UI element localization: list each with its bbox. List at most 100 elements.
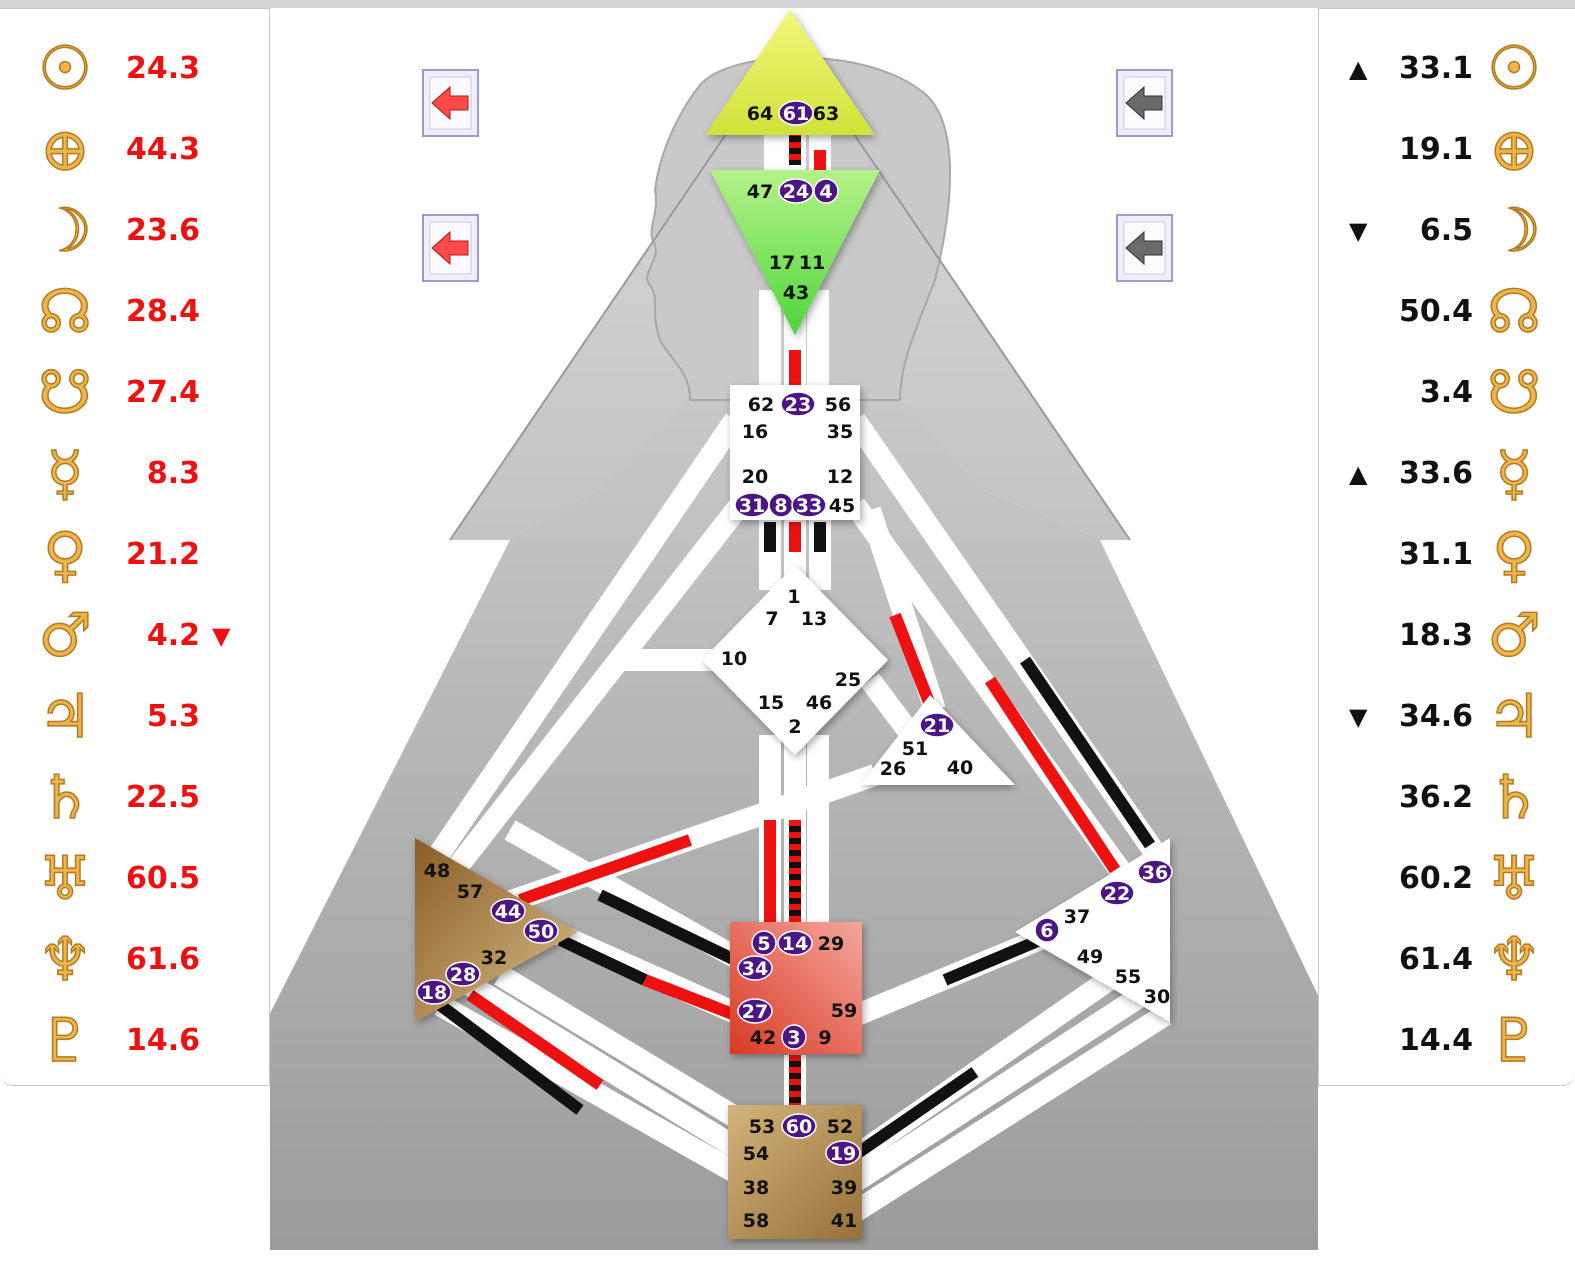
gate-33[interactable]: 33 [791,492,827,518]
neptune-icon: ♆ [37,924,92,996]
heart-center[interactable] [860,695,1015,785]
prev-personality-button[interactable] [422,69,479,137]
planet-row: ☽6.5▼ [1319,191,1575,271]
gate-44[interactable]: 44 [490,898,526,924]
activation-value: 19.1 [1398,132,1473,167]
gate-13[interactable]: 13 [801,608,827,630]
head-center[interactable] [705,10,875,135]
gate-9[interactable]: 9 [818,1027,831,1049]
gate-34[interactable]: 34 [737,955,773,981]
gate-46[interactable]: 46 [806,692,832,714]
g-center[interactable] [702,565,888,755]
gate-54[interactable]: 54 [743,1143,769,1165]
gate-60[interactable]: 60 [781,1113,817,1139]
gate-45[interactable]: 45 [829,495,855,517]
gate-63[interactable]: 63 [813,103,839,125]
gate-43[interactable]: 43 [783,282,809,304]
gate-4[interactable]: 4 [813,178,839,204]
gate-17[interactable]: 17 [769,252,795,274]
gate-number: 62 [748,394,774,416]
next-design-button[interactable] [1116,214,1173,282]
gate-58[interactable]: 58 [743,1210,769,1232]
gate-35[interactable]: 35 [827,421,853,443]
gate-number: 30 [1144,986,1170,1008]
gate-number: 16 [742,421,768,443]
gate-42[interactable]: 42 [750,1027,776,1049]
gate-32[interactable]: 32 [481,947,507,969]
gate-41[interactable]: 41 [831,1210,857,1232]
gate-61[interactable]: 61 [778,100,814,126]
gate-50[interactable]: 50 [523,918,559,944]
gate-25[interactable]: 25 [835,669,861,691]
gate-40[interactable]: 40 [947,757,973,779]
gate-37[interactable]: 37 [1064,906,1090,928]
gate-number: 13 [801,608,827,630]
gate-29[interactable]: 29 [818,933,844,955]
uranus-icon: ♅ [1486,843,1541,915]
gate-number: 42 [750,1027,776,1049]
gate-12[interactable]: 12 [827,466,853,488]
gate-36[interactable]: 36 [1137,859,1173,885]
gate-20[interactable]: 20 [742,466,768,488]
gate-49[interactable]: 49 [1077,946,1103,968]
gate-48[interactable]: 48 [424,860,450,882]
gate-2[interactable]: 2 [788,716,801,738]
gate-3[interactable]: 3 [781,1024,807,1050]
prev-design-button[interactable] [422,214,479,282]
gate-56[interactable]: 56 [825,394,851,416]
activation-value: 33.6 [1398,456,1473,491]
gate-number: 23 [785,394,811,416]
gate-30[interactable]: 30 [1144,986,1170,1008]
gate-16[interactable]: 16 [742,421,768,443]
gate-8[interactable]: 8 [768,492,794,518]
gate-52[interactable]: 52 [827,1116,853,1138]
gate-number: 64 [747,103,773,125]
gate-31[interactable]: 31 [734,492,770,518]
gate-7[interactable]: 7 [765,608,778,630]
gate-5[interactable]: 5 [751,930,777,956]
earth-icon: ⊕ [1488,114,1540,186]
gate-38[interactable]: 38 [743,1177,769,1199]
gate-64[interactable]: 64 [747,103,773,125]
gate-21[interactable]: 21 [919,712,955,738]
activation-value: 23.6 [125,213,200,248]
solar-plexus-center[interactable] [1015,838,1170,1022]
ajna-center[interactable] [710,170,880,335]
gate-number: 26 [880,758,906,780]
gate-62[interactable]: 62 [748,394,774,416]
activation-value: 21.2 [125,537,200,572]
gate-number: 43 [783,282,809,304]
next-personality-button[interactable] [1116,69,1173,137]
moon-icon: ☽ [1486,195,1541,267]
gate-18[interactable]: 18 [416,979,452,1005]
gate-47[interactable]: 47 [747,181,773,203]
gate-11[interactable]: 11 [799,252,825,274]
gate-39[interactable]: 39 [831,1177,857,1199]
gate-number: 33 [796,495,822,517]
mars-icon: ♂ [1486,600,1541,672]
direction-mark: ▲ [1349,460,1368,488]
gate-55[interactable]: 55 [1115,966,1141,988]
gate-22[interactable]: 22 [1099,880,1135,906]
planet-row: ♆61.6 [0,920,270,1000]
gate-57[interactable]: 57 [457,881,483,903]
arrow-left-icon [431,230,469,266]
gate-24[interactable]: 24 [778,178,814,204]
gate-53[interactable]: 53 [749,1116,775,1138]
gate-number: 11 [799,252,825,274]
planet-row: ♀31.1 [1319,515,1575,595]
gate-59[interactable]: 59 [831,1000,857,1022]
gate-26[interactable]: 26 [880,758,906,780]
gate-10[interactable]: 10 [721,648,747,670]
gate-14[interactable]: 14 [777,930,813,956]
gate-15[interactable]: 15 [758,692,784,714]
gate-28[interactable]: 28 [445,961,481,987]
gate-27[interactable]: 27 [737,998,773,1024]
gate-6[interactable]: 6 [1034,917,1060,943]
gate-number: 52 [827,1116,853,1138]
gate-1[interactable]: 1 [787,586,800,608]
gate-51[interactable]: 51 [902,738,928,760]
gate-19[interactable]: 19 [825,1140,861,1166]
gate-23[interactable]: 23 [780,391,816,417]
gate-number: 5 [757,933,770,955]
